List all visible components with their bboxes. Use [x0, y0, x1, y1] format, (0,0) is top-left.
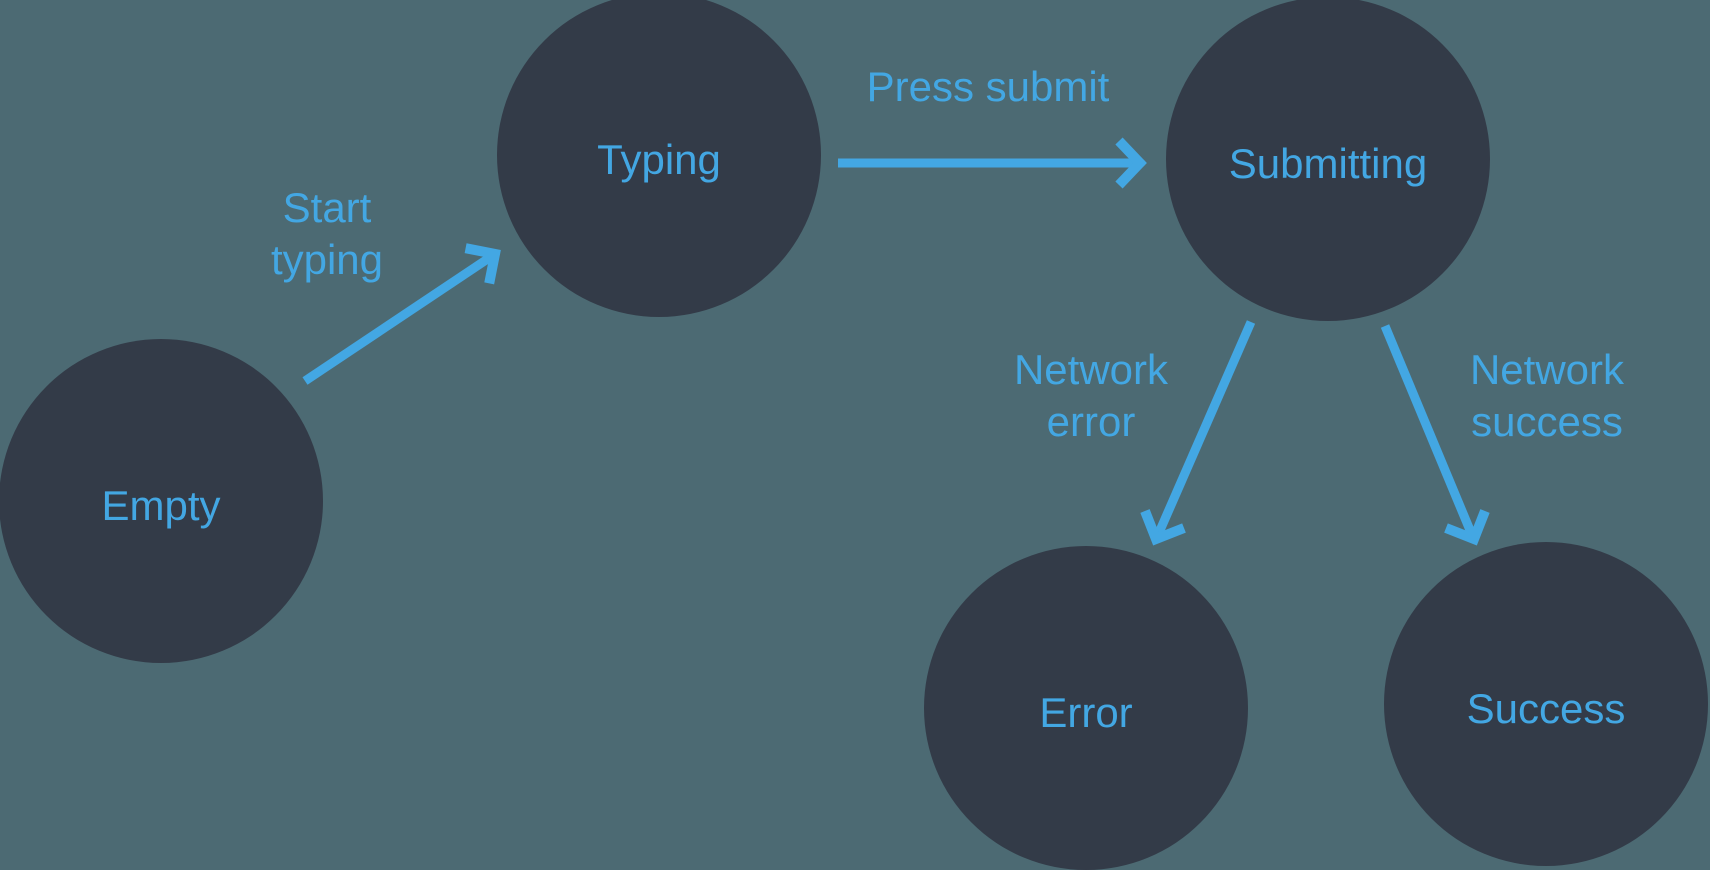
state-node-error: Error: [924, 546, 1248, 870]
edge-label-start-typing: Start typing: [270, 184, 384, 283]
state-label-submitting: Submitting: [1228, 140, 1428, 187]
edge-label-network-error: Network error: [1013, 346, 1169, 445]
state-label-error: Error: [1039, 689, 1133, 736]
state-label-empty: Empty: [101, 482, 221, 529]
edge-arrow-press-submit: [838, 137, 1147, 189]
state-label-success: Success: [1466, 685, 1626, 732]
edge-label-network-success: Network success: [1469, 346, 1625, 445]
edge-label-press-submit: Press submit: [866, 63, 1110, 110]
state-label-typing: Typing: [597, 136, 721, 183]
state-node-empty: Empty: [0, 339, 323, 663]
state-node-submitting: Submitting: [1166, 0, 1490, 321]
state-node-success: Success: [1384, 542, 1708, 866]
state-node-typing: Typing: [497, 0, 821, 317]
